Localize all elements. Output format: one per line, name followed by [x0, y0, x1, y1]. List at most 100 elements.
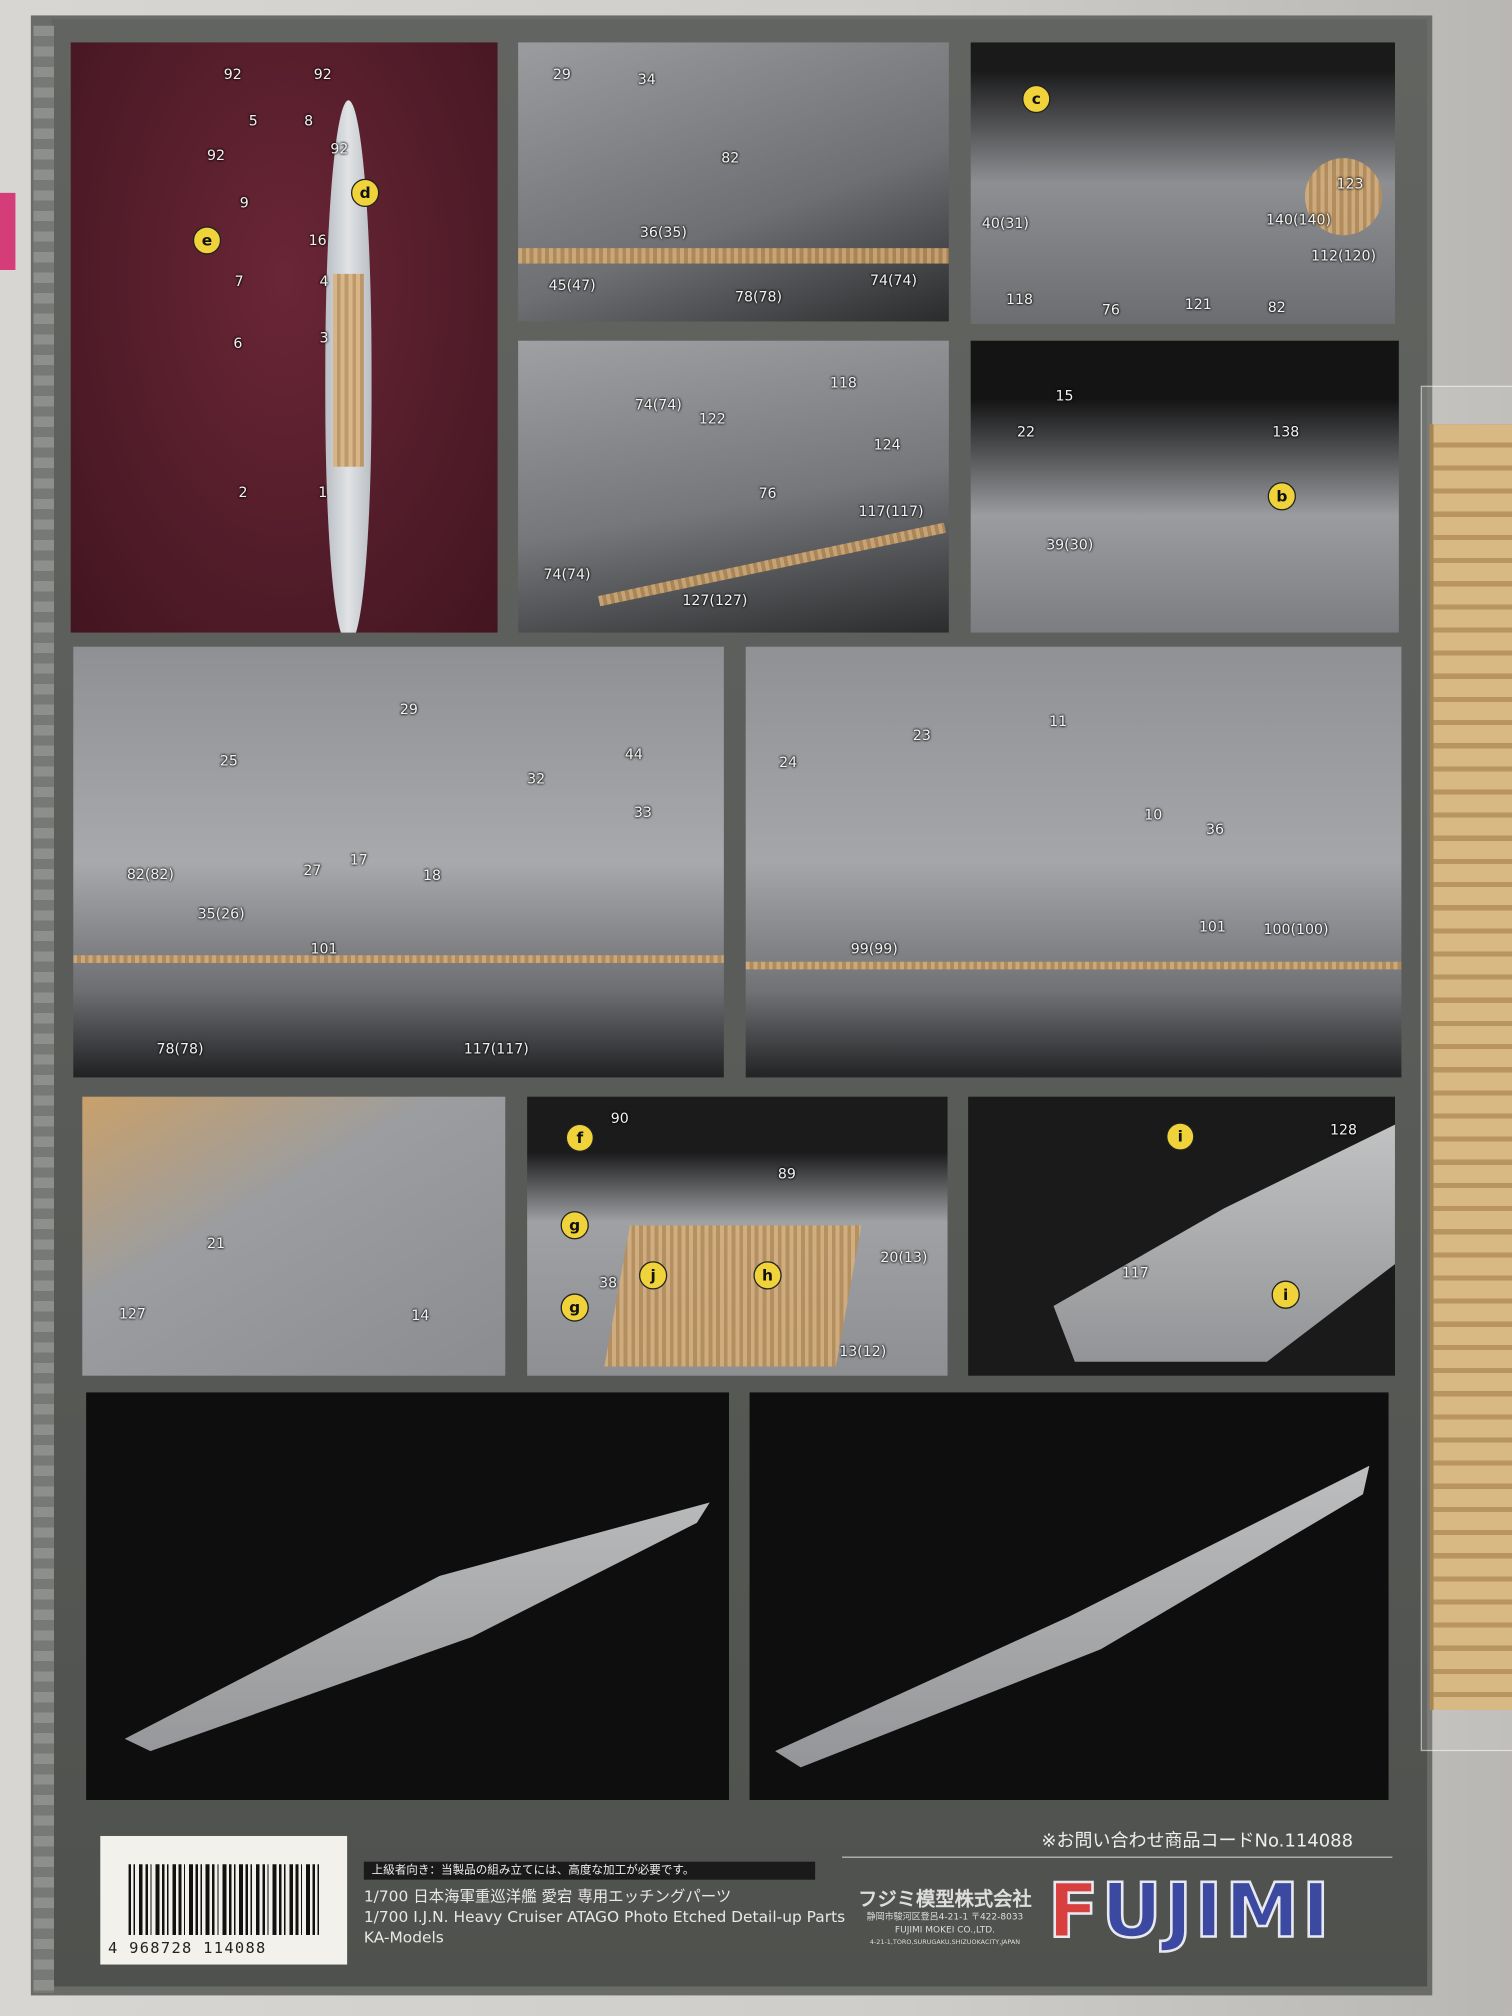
part-number-callout: 6	[233, 334, 243, 352]
step-marker: f	[565, 1123, 594, 1152]
part-number-callout: 11	[1049, 712, 1068, 730]
part-number-callout: 118	[829, 374, 857, 392]
part-number-callout: 92	[206, 147, 225, 164]
part-number-callout: 4	[319, 273, 329, 290]
panel-photo-e	[970, 340, 1399, 633]
company-address-jp: 静岡市駿河区登呂4-21-1 〒422-8033	[866, 1911, 1024, 1923]
part-number-callout: 34	[637, 71, 656, 89]
part-number-callout: 82(82)	[126, 865, 174, 883]
part-number-callout: 74(74)	[634, 396, 682, 414]
step-marker: g	[560, 1211, 589, 1240]
part-number-callout: 121	[1184, 296, 1212, 314]
step-marker: g	[560, 1293, 589, 1322]
title-english: 1/700 I.J.N. Heavy Cruiser ATAGO Photo E…	[363, 1907, 846, 1926]
part-number-callout: 13(12)	[839, 1342, 887, 1360]
part-number-callout: 24	[779, 754, 798, 771]
panel-top-view	[70, 42, 498, 633]
part-number-callout: 23	[912, 727, 931, 744]
part-number-callout: 2	[238, 484, 248, 501]
panel-photo-full-1	[86, 1392, 729, 1800]
part-number-callout: 138	[1272, 423, 1300, 441]
part-number-callout: 76	[758, 485, 777, 503]
part-number-callout: 140(140)	[1266, 211, 1332, 229]
part-number-callout: 3	[319, 329, 329, 347]
part-number-callout: 27	[303, 862, 322, 879]
part-number-callout: 20(13)	[880, 1249, 928, 1266]
part-number-callout: 29	[552, 66, 571, 83]
part-number-callout: 92	[330, 140, 349, 158]
part-number-callout: 45(47)	[548, 277, 596, 294]
part-number-callout: 10	[1144, 806, 1163, 824]
etched-parts	[332, 273, 364, 467]
part-number-callout: 33	[633, 804, 652, 821]
part-number-callout: 117(117)	[858, 503, 924, 521]
part-number-callout: 39(30)	[1046, 536, 1094, 554]
part-number-callout: 78(78)	[156, 1040, 204, 1058]
divider	[842, 1856, 1393, 1858]
part-number-callout: 128	[1330, 1121, 1358, 1139]
part-number-callout: 127(127)	[682, 592, 748, 609]
logo-letter-f: F	[1047, 1866, 1102, 1956]
barcode-bars	[128, 1864, 322, 1935]
part-number-callout: 9	[239, 194, 249, 212]
part-number-callout: 123	[1336, 175, 1364, 193]
part-number-callout: 100(100)	[1263, 921, 1329, 938]
part-number-callout: 22	[1016, 423, 1035, 441]
step-marker: i	[1271, 1280, 1300, 1309]
fujimi-logo: FUJIMI	[1047, 1866, 1333, 1956]
panel-photo-full-2	[749, 1392, 1389, 1800]
part-number-callout: 99(99)	[850, 940, 898, 958]
part-number-callout: 117	[1121, 1264, 1149, 1282]
pink-edge	[0, 192, 16, 270]
part-number-callout: 1	[318, 484, 328, 501]
part-number-callout: 38	[599, 1274, 618, 1292]
part-number-callout: 101	[310, 940, 338, 958]
panel-photo-f	[73, 646, 724, 1078]
part-number-callout: 117(117)	[463, 1040, 529, 1058]
part-number-callout: 92	[313, 66, 332, 83]
part-number-callout: 36(35)	[639, 224, 687, 242]
panel-photo-b	[518, 42, 949, 322]
photo-etched-fret	[1429, 424, 1512, 1710]
title-japanese: 1/700 日本海軍重巡洋艦 愛宕 専用エッチングパーツ	[363, 1887, 732, 1906]
part-number-callout: 122	[698, 410, 726, 428]
part-number-callout: 29	[399, 701, 418, 719]
part-number-callout: 89	[777, 1165, 796, 1183]
part-number-callout: 5	[248, 112, 258, 130]
part-number-callout: 15	[1055, 387, 1074, 405]
part-number-callout: 7	[234, 273, 244, 290]
barcode-number: 4 968728 114088	[107, 1938, 267, 1957]
company-address-en: 4-21-1,TORO,SURUGAKU,SHIZUOKACITY,JAPAN	[869, 1938, 1021, 1947]
part-number-callout: 92	[223, 66, 242, 83]
company-name-en: FUJIMI MOKEI CO.,LTD.	[894, 1924, 996, 1935]
part-number-callout: 82	[721, 149, 740, 167]
part-number-callout: 90	[610, 1110, 629, 1127]
product-code: ※お問い合わせ商品コードNo.114088	[1041, 1830, 1354, 1852]
part-number-callout: 82	[1267, 298, 1286, 316]
part-number-callout: 127	[118, 1305, 146, 1323]
panel-photo-g	[745, 646, 1402, 1078]
part-number-callout: 18	[422, 867, 441, 884]
part-number-callout: 74(74)	[543, 566, 591, 584]
barcode: 4 968728 114088	[100, 1835, 348, 1965]
part-number-callout: 44	[624, 746, 643, 764]
maker-name: KA-Models	[363, 1928, 444, 1947]
panel-photo-i	[527, 1096, 948, 1376]
part-number-callout: 35(26)	[197, 905, 245, 923]
step-marker: c	[1022, 84, 1051, 114]
part-number-callout: 8	[304, 112, 314, 130]
panel-photo-d	[518, 340, 949, 633]
part-number-callout: 76	[1101, 301, 1120, 319]
part-number-callout: 17	[349, 851, 368, 869]
step-marker: e	[192, 226, 222, 255]
part-number-callout: 78(78)	[735, 288, 783, 306]
part-number-callout: 25	[219, 752, 238, 770]
step-marker: i	[1166, 1122, 1195, 1151]
part-number-callout: 14	[411, 1306, 430, 1324]
part-number-callout: 112(120)	[1311, 247, 1377, 265]
panel-photo-h	[82, 1096, 506, 1376]
step-marker: j	[638, 1261, 668, 1290]
binder-holes-strip	[33, 25, 54, 1993]
part-number-callout: 101	[1198, 918, 1226, 936]
